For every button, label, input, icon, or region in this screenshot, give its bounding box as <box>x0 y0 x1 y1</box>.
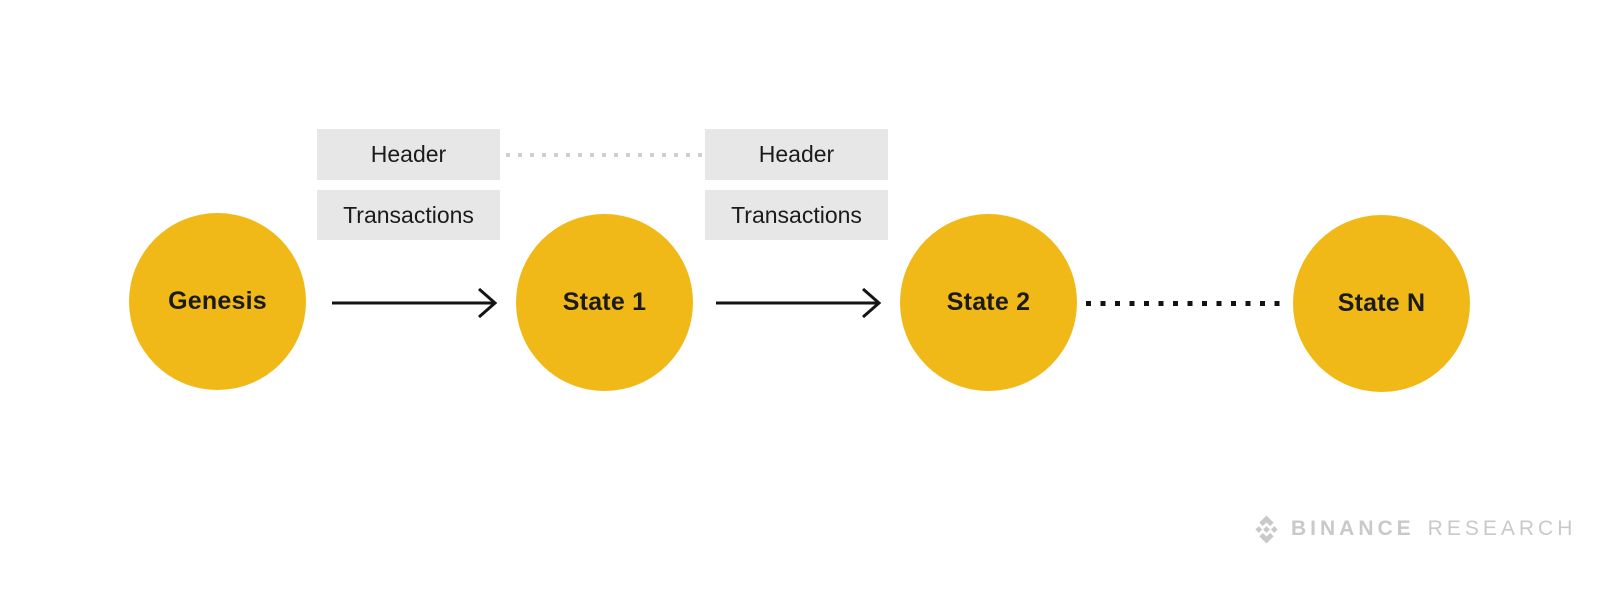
node-state-2-label: State 2 <box>946 288 1031 316</box>
node-state-n-label: State N <box>1337 289 1426 317</box>
arrow-state1-to-state2 <box>716 287 882 319</box>
binance-diamond-icon <box>1255 515 1278 543</box>
block2-transactions-label: Transactions <box>731 201 862 228</box>
block2-header-label: Header <box>758 141 835 167</box>
block1-header-box: Header <box>317 129 500 180</box>
block1-header-label: Header <box>370 141 447 167</box>
block2-transactions-box: Transactions <box>705 190 888 240</box>
arrow-genesis-to-state1 <box>332 287 498 319</box>
binance-research-logo: BINANCE RESEARCH <box>1251 512 1576 546</box>
state2-to-staten-dotted-connector <box>1086 301 1289 306</box>
node-state-2: State 2 <box>900 214 1077 391</box>
brand-secondary-text: RESEARCH <box>1427 517 1577 540</box>
block1-transactions-label: Transactions <box>343 201 474 228</box>
node-state-1-label: State 1 <box>562 288 647 316</box>
block2-header-box: Header <box>705 129 888 180</box>
node-genesis-label: Genesis <box>168 287 267 315</box>
binance-research-wordmark: BINANCE RESEARCH <box>1291 517 1576 541</box>
block1-transactions-box: Transactions <box>317 190 500 240</box>
brand-primary-text: BINANCE <box>1291 517 1415 540</box>
node-genesis: Genesis <box>129 213 306 390</box>
node-state-1: State 1 <box>516 214 693 391</box>
header-to-header-dotted-connector <box>506 153 702 157</box>
node-state-n: State N <box>1293 215 1470 392</box>
